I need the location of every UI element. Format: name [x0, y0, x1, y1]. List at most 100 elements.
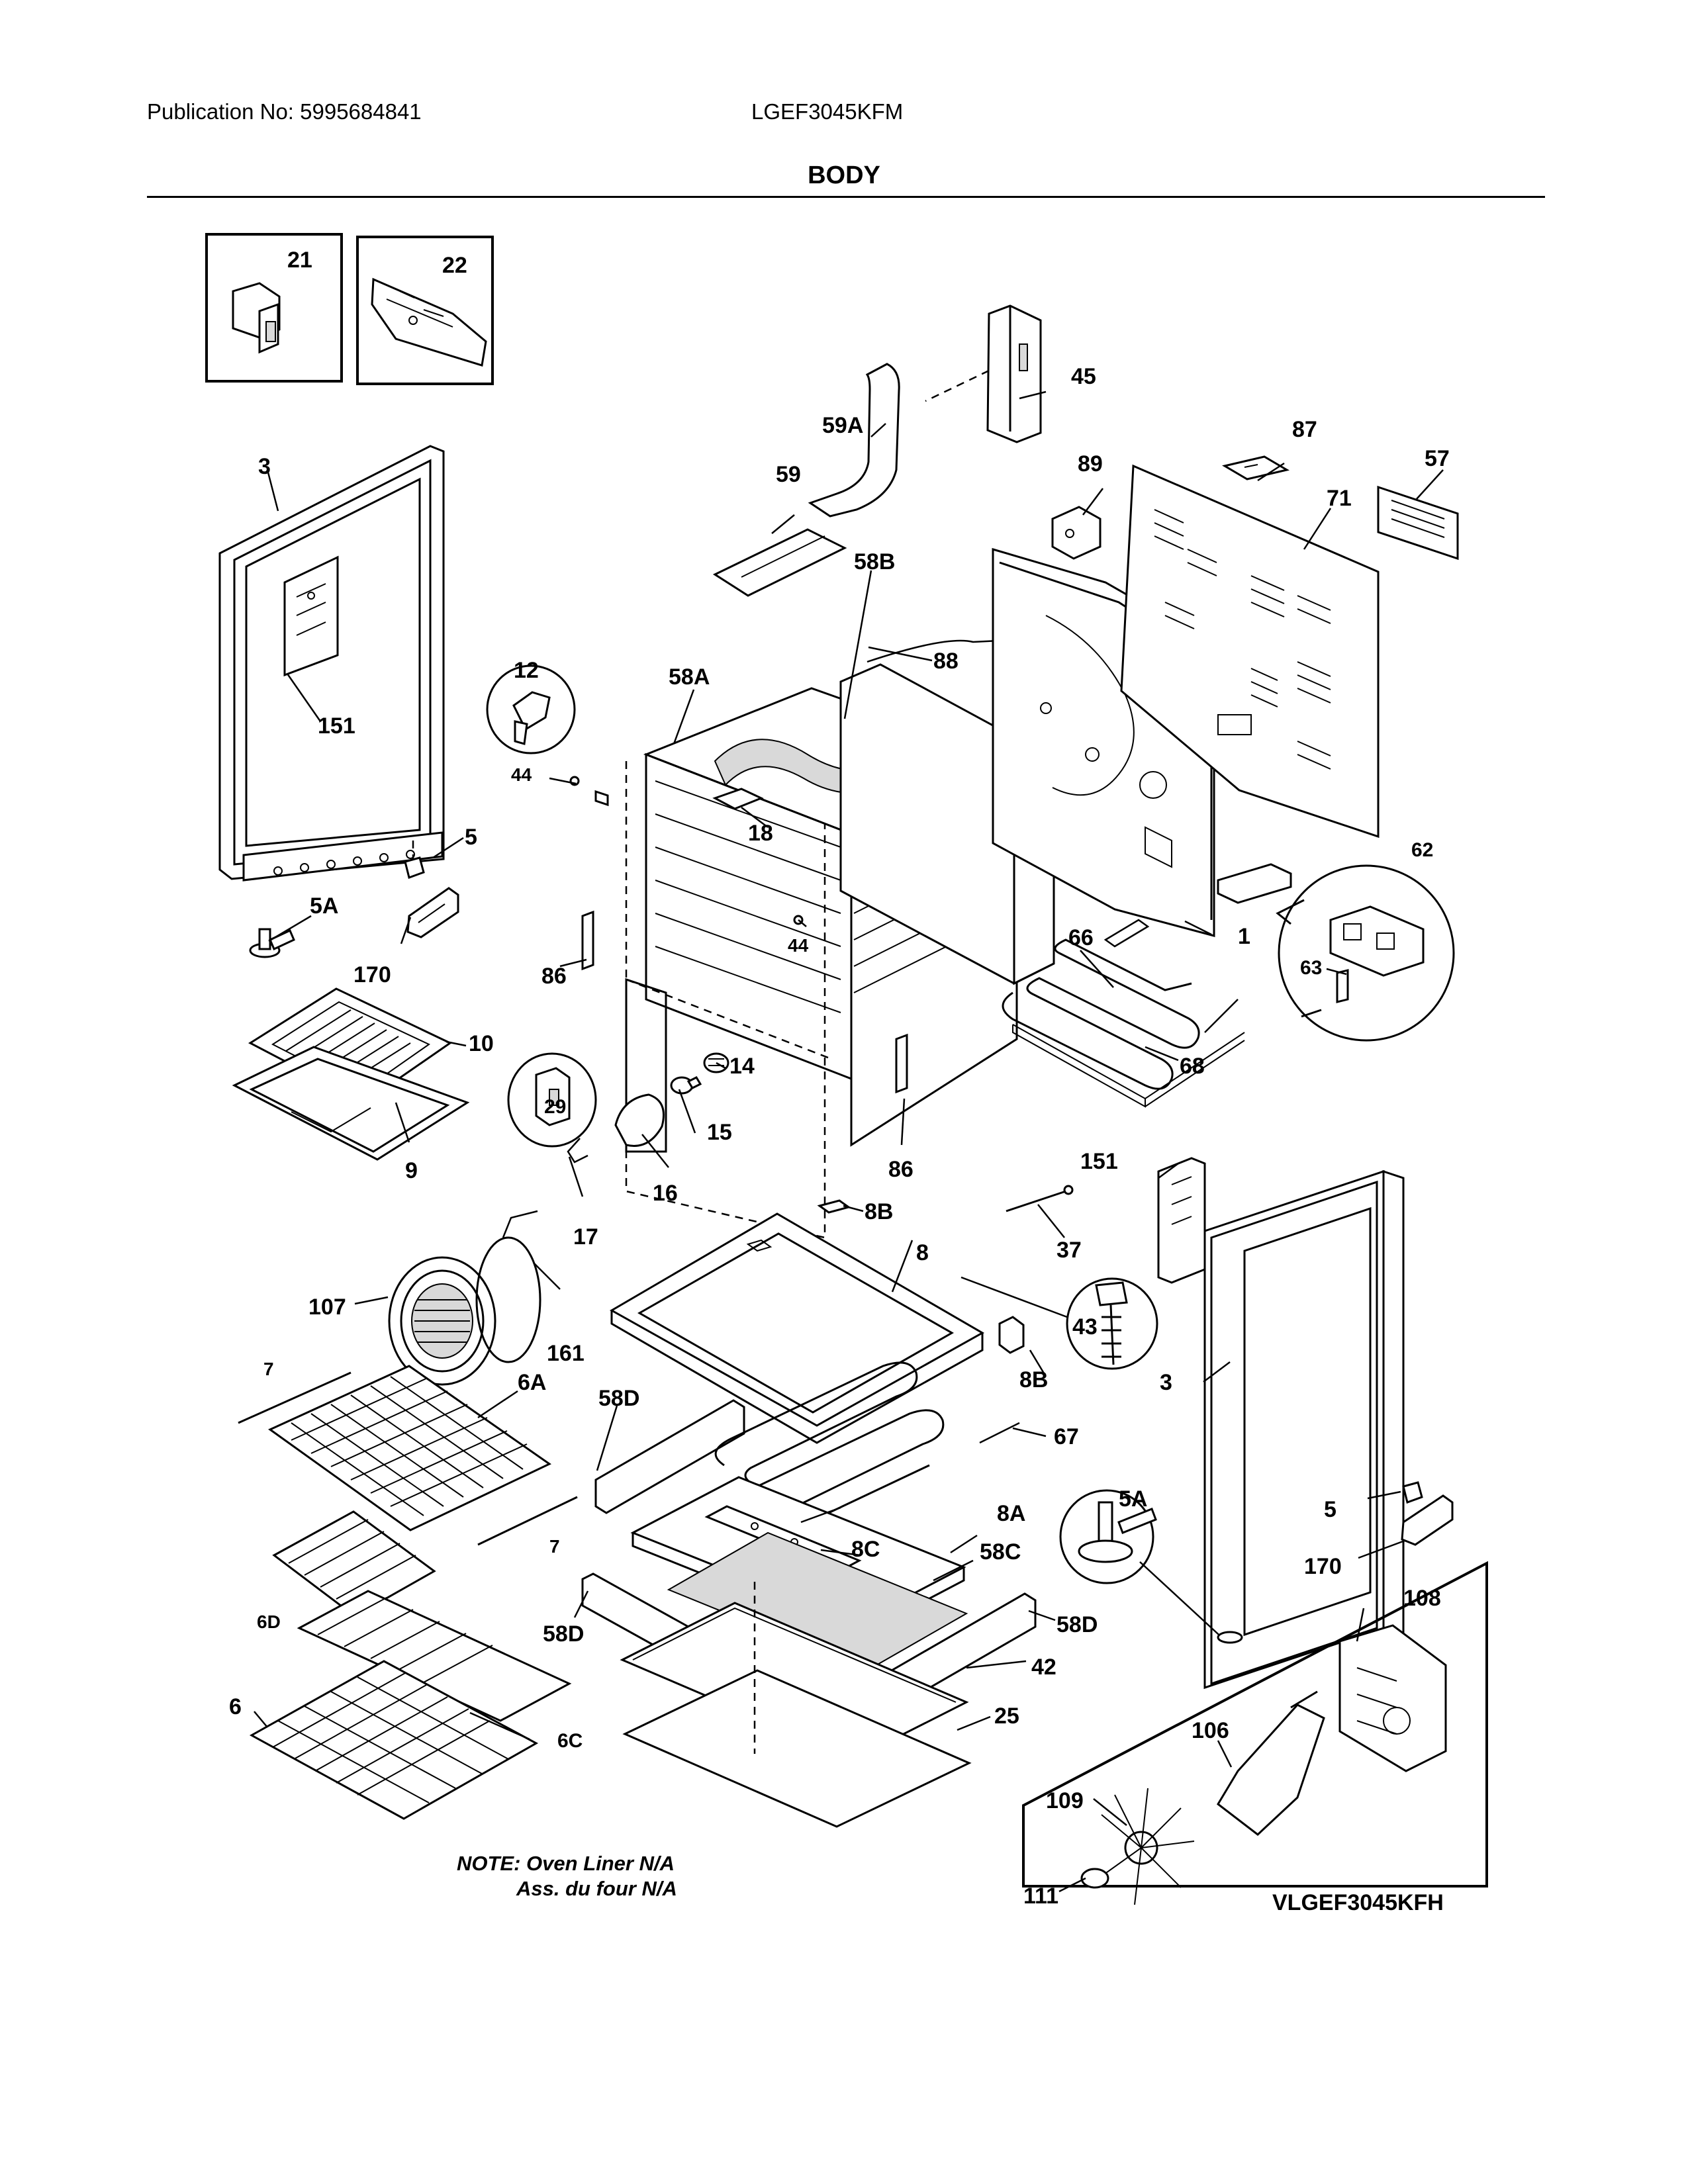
- label-44-a: 44: [511, 764, 532, 785]
- label-58A: 58A: [669, 664, 710, 690]
- part-62-terminal-strip: [1217, 863, 1292, 904]
- part-59-vent-trim: [712, 528, 847, 597]
- label-161: 161: [547, 1341, 585, 1366]
- part-170-left-bracket: [406, 887, 459, 938]
- label-106: 106: [1192, 1718, 1229, 1743]
- label-108: 108: [1403, 1586, 1441, 1611]
- part-151-right-bracket: [1157, 1157, 1206, 1284]
- label-107: 107: [308, 1295, 346, 1320]
- label-18: 18: [748, 821, 773, 846]
- label-29: 29: [544, 1096, 566, 1118]
- label-44-b: 44: [788, 935, 809, 956]
- label-59: 59: [776, 462, 801, 487]
- part-62-terminal-block-inset: [1276, 864, 1455, 1042]
- label-45: 45: [1071, 364, 1096, 389]
- label-14: 14: [729, 1054, 755, 1079]
- part-3-right-door: [1203, 1169, 1405, 1690]
- label-5A-right: 5A: [1119, 1486, 1147, 1512]
- part-66-broil-element: [1002, 919, 1239, 1090]
- part-7-bottom-rack-guide: [477, 1496, 578, 1546]
- label-6A: 6A: [518, 1370, 546, 1395]
- header-rule: [147, 196, 1545, 198]
- label-58C: 58C: [980, 1539, 1021, 1565]
- label-37: 37: [1056, 1238, 1082, 1263]
- label-3-right: 3: [1160, 1370, 1172, 1395]
- part-67-bake-element: [714, 1361, 1020, 1535]
- label-25: 25: [994, 1704, 1019, 1729]
- part-6-oven-rack: [249, 1660, 539, 1820]
- note-oven-liner-french: Ass. du four N/A: [516, 1877, 677, 1900]
- part-5-right-hinge-screw: [1402, 1481, 1423, 1504]
- part-8B-bottom-bracket: [998, 1316, 1025, 1354]
- part-16-lamp-cover: [614, 1093, 665, 1147]
- label-43: 43: [1072, 1314, 1098, 1340]
- part-68-element-shield: [1012, 1024, 1245, 1108]
- part-44-screw-a: [569, 776, 609, 807]
- label-7-bottom: 7: [549, 1536, 560, 1557]
- label-17: 17: [573, 1224, 598, 1250]
- part-17-lamp-clip: [567, 1138, 588, 1163]
- callout-labels: 21 22 45 59A 87 57 89 71 59 3 58B 12 88 …: [229, 248, 1450, 1909]
- part-108-fan-motor: [1338, 1624, 1447, 1772]
- part-18-hidden-bake-clip: [712, 788, 764, 810]
- label-63: 63: [1300, 957, 1322, 979]
- label-8A: 8A: [997, 1501, 1025, 1526]
- label-1: 1: [1238, 924, 1250, 949]
- part-9-broiler-pan: [232, 1046, 470, 1161]
- label-22: 22: [442, 253, 467, 278]
- part-29-switch-inset: [507, 1052, 597, 1148]
- label-15: 15: [707, 1120, 732, 1145]
- part-5A-left-leveler: [249, 928, 295, 958]
- label-67: 67: [1054, 1424, 1079, 1449]
- note-oven-liner: NOTE: Oven Liner N/A: [457, 1852, 675, 1875]
- label-8B-bottom: 8B: [1019, 1367, 1048, 1392]
- label-86-right: 86: [888, 1157, 914, 1182]
- part-170-right-bracket: [1401, 1494, 1454, 1546]
- label-21: 21: [287, 248, 312, 273]
- part-5-left-hinge-screw: [404, 841, 425, 879]
- label-170-left: 170: [353, 962, 391, 987]
- part-8-oven-bottom: [609, 1212, 985, 1444]
- label-5-left: 5: [465, 825, 477, 850]
- part-12-lamp-socket-inset: [486, 664, 576, 754]
- label-151-right: 151: [1080, 1149, 1118, 1174]
- label-6: 6: [229, 1694, 242, 1719]
- part-86-right-rack-support: [895, 1033, 908, 1094]
- label-89: 89: [1078, 451, 1103, 477]
- part-109-fan-blade: [1094, 1788, 1195, 1905]
- part-71-rear-panel: [1120, 464, 1380, 839]
- part-106-fan-bracket: [1217, 1690, 1325, 1836]
- part-87-bracket: [1222, 455, 1289, 480]
- part-3-left-door: [218, 445, 445, 882]
- part-59A-vent-duct: [808, 363, 900, 518]
- label-58B: 58B: [854, 549, 895, 574]
- label-58D-left: 58D: [543, 1621, 584, 1647]
- label-86-left: 86: [541, 964, 567, 989]
- label-109: 109: [1046, 1788, 1084, 1813]
- inset-model-label: VLGEF3045KFH: [1272, 1890, 1444, 1915]
- part-25-bottom-panel: [622, 1582, 972, 1828]
- part-86-left-rack-support: [581, 910, 594, 971]
- part-7-top-rack-guide: [238, 1371, 352, 1424]
- label-7-top: 7: [263, 1359, 274, 1379]
- part-37-sensor: [1006, 1185, 1074, 1212]
- label-10: 10: [469, 1031, 494, 1056]
- label-12: 12: [514, 658, 539, 683]
- label-111: 111: [1023, 1884, 1058, 1909]
- part-6A-oven-rack: [268, 1365, 551, 1531]
- part-57-vent-cover: [1377, 485, 1459, 561]
- part-45-vent-box: [925, 304, 1042, 443]
- label-58D-right: 58D: [1056, 1612, 1098, 1637]
- label-66: 66: [1068, 925, 1094, 950]
- part-107-convection-cover: [388, 1256, 496, 1386]
- part-15-lamp-bulb: [670, 1076, 702, 1095]
- label-58D-top: 58D: [598, 1386, 639, 1411]
- label-68: 68: [1180, 1054, 1205, 1079]
- label-87: 87: [1292, 417, 1317, 442]
- label-57: 57: [1425, 446, 1450, 471]
- part-88-wire: [867, 639, 1000, 663]
- label-6C: 6C: [557, 1730, 583, 1752]
- label-8C: 8C: [851, 1537, 880, 1562]
- part-111-fan-nut: [1080, 1868, 1109, 1889]
